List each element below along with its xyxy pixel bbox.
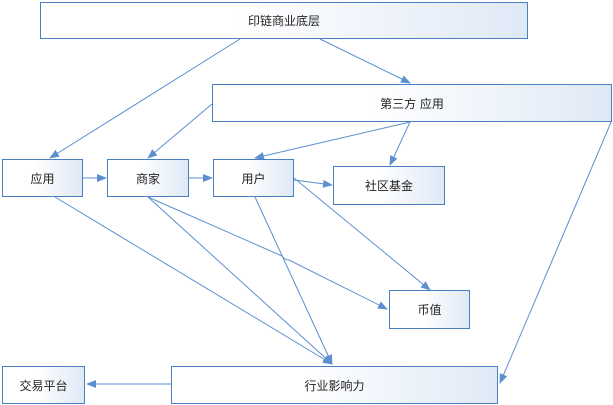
edge-merchant-to-influence: [147, 196, 333, 365]
node-merchant: 商家: [107, 159, 189, 197]
node-coin-value: 币值: [389, 290, 470, 329]
node-user: 用户: [213, 159, 294, 197]
edge-third-party-to-user: [254, 121, 411, 160]
edge-user-to-community-fund: [293, 179, 333, 188]
node-exchange-platform: 交易平台: [2, 366, 85, 404]
node-community-fund: 社区基金: [333, 166, 445, 205]
edge-base-to-app: [49, 38, 241, 159]
node-app: 应用: [2, 159, 83, 197]
edge-third-party-to-community-fund: [389, 121, 411, 166]
edge-app-to-influence: [54, 196, 333, 365]
edge-user-to-influence: [254, 196, 333, 365]
node-industry-influence: 行业影响力: [171, 366, 498, 404]
node-base-layer: 印链商业底层: [40, 2, 528, 39]
edge-merchant-to-coin-value: [147, 196, 388, 310]
node-third-party-app: 第三方 应用: [212, 84, 612, 122]
edge-base-to-third-party: [319, 38, 411, 84]
edge-user-to-coin-value: [293, 177, 431, 291]
edge-third-party-to-influence: [499, 119, 613, 384]
edge-third-party-to-merchant: [147, 103, 213, 159]
